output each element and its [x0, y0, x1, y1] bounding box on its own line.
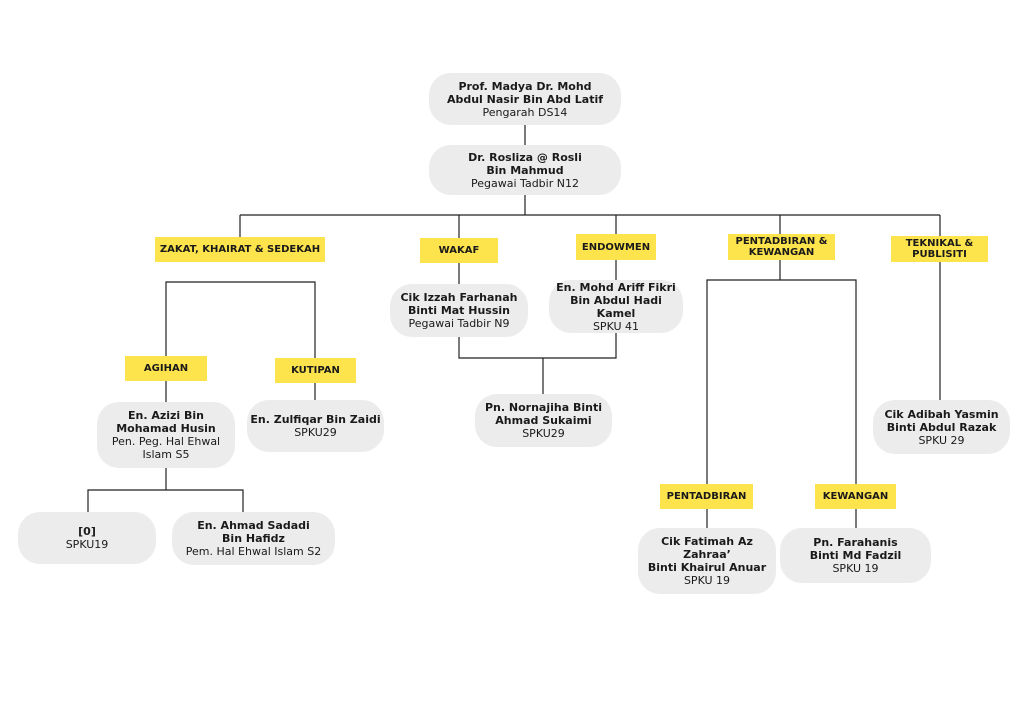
node-agihan-officer[interactable]: En. Azizi Bin Mohamad Husin Pen. Peg. Ha…: [97, 402, 235, 468]
label-endowmen: ENDOWMEN: [576, 234, 656, 260]
node-position: SPKU29: [522, 427, 565, 440]
node-teknikal-officer[interactable]: Cik Adibah Yasmin Binti Abdul Razak SPKU…: [873, 400, 1010, 454]
node-position: Pengarah DS14: [482, 105, 568, 119]
label-kutipan: KUTIPAN: [275, 358, 356, 383]
node-position: Pen. Peg. Hal Ehwal Islam S5: [111, 435, 221, 461]
node-kutipan-officer[interactable]: En. Zulfiqar Bin Zaidi SPKU29: [247, 400, 384, 452]
node-position: Pem. Hal Ehwal Islam S2: [185, 545, 322, 558]
node-position: SPKU 41: [592, 319, 640, 333]
connector-pk-branch: [706, 260, 857, 484]
node-name: En. Zulfiqar Bin Zaidi: [250, 413, 381, 426]
node-pengarah[interactable]: Prof. Madya Dr. Mohd Abdul Nasir Bin Abd…: [429, 73, 621, 125]
node-nornajiha[interactable]: Pn. Nornajiha Binti Ahmad Sukaimi SPKU29: [475, 394, 612, 447]
node-position: Pegawai Tadbir N12: [471, 176, 579, 190]
node-name: Cik Fatimah Az Zahraa’ Binti Khairul Anu…: [647, 535, 767, 574]
label-teknikal: TEKNIKAL & PUBLISITI: [891, 236, 988, 262]
node-kewangan-officer[interactable]: Pn. Farahanis Binti Md Fadzil SPKU 19: [780, 528, 931, 583]
node-name: [0]: [78, 525, 96, 538]
node-name: Prof. Madya Dr. Mohd Abdul Nasir Bin Abd…: [446, 79, 604, 106]
node-pentadbiran-officer[interactable]: Cik Fatimah Az Zahraa’ Binti Khairul Anu…: [638, 528, 776, 594]
node-wakaf-officer[interactable]: Cik Izzah Farhanah Binti Mat Hussin Pega…: [390, 284, 528, 337]
label-pentadbiran: PENTADBIRAN: [660, 484, 753, 509]
node-position: Pegawai Tadbir N9: [408, 317, 510, 330]
label-wakaf: WAKAF: [420, 238, 498, 263]
node-name: Cik Izzah Farhanah Binti Mat Hussin: [400, 291, 518, 317]
node-pegawai-tadbir[interactable]: Dr. Rosliza @ Rosli Bin Mahmud Pegawai T…: [429, 145, 621, 195]
node-position: SPKU 29: [918, 433, 965, 447]
label-zakat: ZAKAT, KHAIRAT & SEDEKAH: [155, 237, 325, 262]
node-name: Cik Adibah Yasmin Binti Abdul Razak: [884, 407, 999, 434]
node-name: Dr. Rosliza @ Rosli Bin Mahmud: [468, 150, 582, 177]
node-vacant[interactable]: [0] SPKU19: [18, 512, 156, 564]
connector-zakat-branch: [165, 281, 316, 358]
label-pentadbiran-kewangan: PENTADBIRAN & KEWANGAN: [728, 234, 835, 260]
label-agihan: AGIHAN: [125, 356, 207, 381]
node-name: En. Azizi Bin Mohamad Husin: [116, 409, 216, 435]
node-position: SPKU 19: [832, 562, 879, 575]
node-position: SPKU19: [65, 538, 109, 551]
label-kewangan: KEWANGAN: [815, 484, 896, 509]
node-endowmen-officer[interactable]: En. Mohd Ariff Fikri Bin Abdul Hadi Kame…: [549, 280, 683, 333]
node-name: Pn. Nornajiha Binti Ahmad Sukaimi: [485, 401, 602, 427]
node-position: SPKU 19: [683, 574, 731, 587]
node-name: En. Mohd Ariff Fikri Bin Abdul Hadi Kame…: [556, 280, 676, 320]
node-name: Pn. Farahanis Binti Md Fadzil: [809, 536, 902, 562]
node-position: SPKU29: [294, 426, 337, 439]
connector-wakaf-endowmen-join: [458, 332, 617, 394]
node-name: En. Ahmad Sadadi Bin Hafidz: [197, 519, 310, 545]
connector-azizi-sub-branch: [87, 467, 244, 512]
node-sadadi[interactable]: En. Ahmad Sadadi Bin Hafidz Pem. Hal Ehw…: [172, 512, 335, 565]
